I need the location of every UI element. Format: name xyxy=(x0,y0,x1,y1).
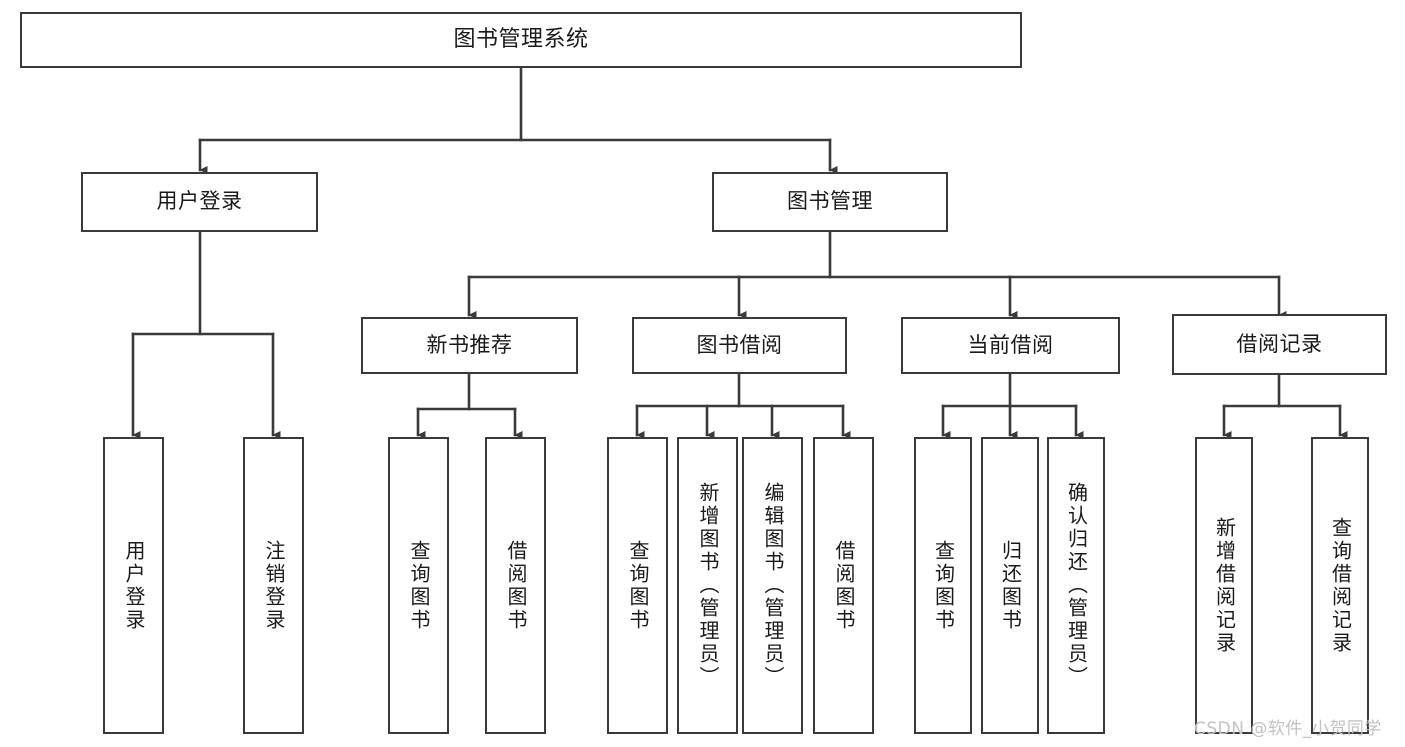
node-root[interactable]: 图书管理系统 xyxy=(20,12,1022,68)
leaf-user-login-1[interactable]: 用户登录 xyxy=(103,437,164,734)
leaf-new-book-1-label: 查询图书 xyxy=(407,539,431,632)
leaf-borrow-record-2[interactable]: 查询借阅记录 xyxy=(1311,437,1369,734)
leaf-book-borrow-4[interactable]: 借阅图书 xyxy=(813,437,874,734)
node-book-manage[interactable]: 图书管理 xyxy=(712,172,948,232)
node-new-book-recommend-label: 新书推荐 xyxy=(426,332,513,357)
leaf-book-borrow-3-label: 编辑图书（管理员） xyxy=(761,482,785,689)
node-borrow-record[interactable]: 借阅记录 xyxy=(1172,314,1387,375)
leaf-new-book-2-label: 借阅图书 xyxy=(504,539,528,632)
leaf-new-book-2[interactable]: 借阅图书 xyxy=(485,437,546,734)
node-borrow-record-label: 借阅记录 xyxy=(1236,331,1323,356)
leaf-book-borrow-4-label: 借阅图书 xyxy=(832,539,856,632)
leaf-book-borrow-1[interactable]: 查询图书 xyxy=(607,437,668,734)
leaf-borrow-record-1[interactable]: 新增借阅记录 xyxy=(1195,437,1253,734)
node-current-borrow-label: 当前借阅 xyxy=(967,332,1054,357)
node-current-borrow[interactable]: 当前借阅 xyxy=(901,317,1120,374)
node-book-borrow-label: 图书借阅 xyxy=(696,332,783,357)
node-new-book-recommend[interactable]: 新书推荐 xyxy=(361,317,578,374)
node-book-borrow[interactable]: 图书借阅 xyxy=(632,317,847,374)
leaf-current-borrow-2-label: 归还图书 xyxy=(998,539,1023,632)
leaf-borrow-record-1-label: 新增借阅记录 xyxy=(1212,516,1237,655)
node-root-label: 图书管理系统 xyxy=(453,26,589,52)
leaf-user-login-1-label: 用户登录 xyxy=(122,539,146,632)
leaf-borrow-record-2-label: 查询借阅记录 xyxy=(1328,516,1353,655)
leaf-book-borrow-2-label: 新增图书（管理员） xyxy=(696,482,720,689)
leaf-current-borrow-1-label: 查询图书 xyxy=(931,539,956,632)
leaf-book-borrow-2[interactable]: 新增图书（管理员） xyxy=(677,437,738,734)
leaf-user-login-2[interactable]: 注销登录 xyxy=(243,437,304,734)
leaf-current-borrow-3-label: 确认归还（管理员） xyxy=(1064,482,1089,689)
leaf-new-book-1[interactable]: 查询图书 xyxy=(388,437,449,734)
leaf-current-borrow-3[interactable]: 确认归还（管理员） xyxy=(1047,437,1105,734)
node-book-manage-label: 图书管理 xyxy=(787,189,873,214)
leaf-book-borrow-3[interactable]: 编辑图书（管理员） xyxy=(742,437,803,734)
leaf-current-borrow-2[interactable]: 归还图书 xyxy=(981,437,1039,734)
leaf-user-login-2-label: 注销登录 xyxy=(262,539,286,632)
leaf-book-borrow-1-label: 查询图书 xyxy=(626,539,650,632)
leaf-current-borrow-1[interactable]: 查询图书 xyxy=(914,437,972,734)
node-user-login[interactable]: 用户登录 xyxy=(81,172,318,232)
node-user-login-label: 用户登录 xyxy=(156,189,243,214)
